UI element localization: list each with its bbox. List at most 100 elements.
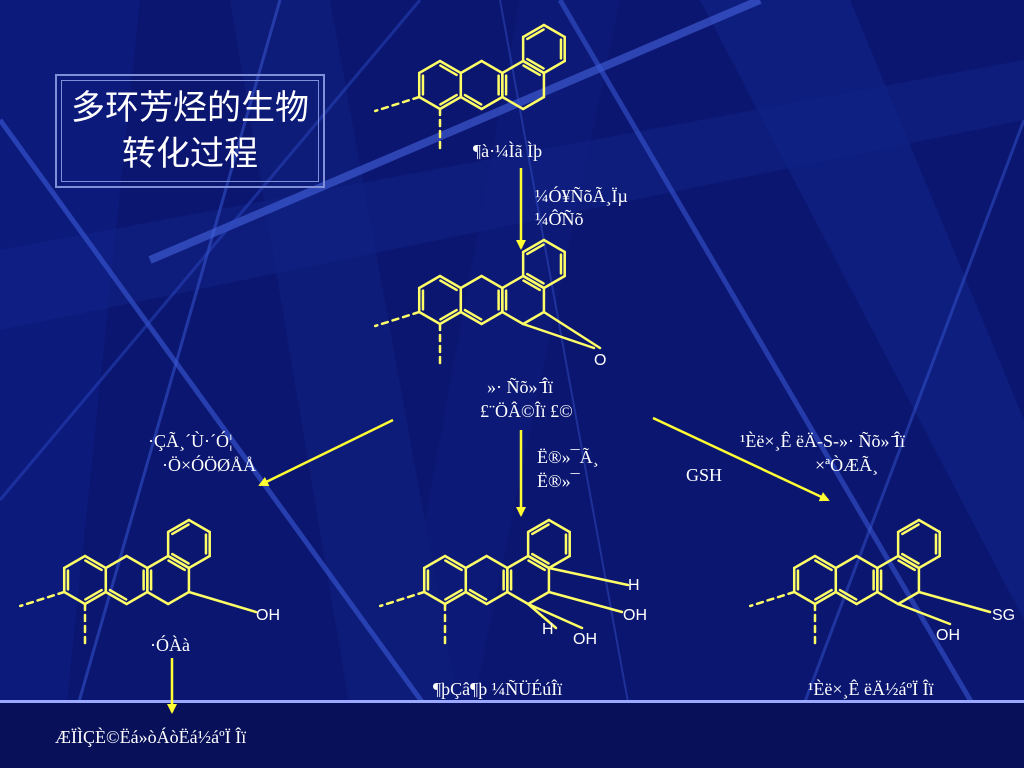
conjugate-ring-d-double-bond bbox=[901, 523, 920, 536]
conjugate-ring-b-bond bbox=[834, 554, 858, 570]
epoxide-o-bond-2 bbox=[521, 322, 596, 350]
parent-ring-a-bond bbox=[438, 95, 463, 111]
epoxide-ring-c-bond bbox=[521, 310, 546, 326]
phenol-ring-c-bond bbox=[166, 590, 191, 606]
epoxide-ring-c-bond bbox=[501, 310, 525, 326]
parent-ring-a-bond bbox=[417, 59, 442, 75]
arrow-rearrangement bbox=[258, 418, 394, 487]
epoxide-substituent-left bbox=[373, 310, 421, 328]
conjugate-ring-c-bond bbox=[896, 590, 921, 606]
conjugate-ring-a-double-bond bbox=[814, 588, 833, 601]
parent-ring-d-bond bbox=[521, 59, 546, 75]
conjugate-sg: SG bbox=[992, 607, 1015, 624]
epoxide-ring-d-bond bbox=[521, 274, 546, 290]
label-branch-mid-a: Ë®»¯Ã¸ bbox=[537, 447, 599, 467]
label-gsh: GSH bbox=[686, 465, 723, 485]
label-product-phenol: ·ÓÀà bbox=[150, 635, 190, 655]
conjugate-ring-c-bond bbox=[876, 590, 900, 606]
diol-ring-b-bond bbox=[464, 590, 488, 606]
diol-h-left: H bbox=[542, 621, 554, 638]
conjugate-ring-d-bond bbox=[896, 554, 921, 570]
diol-ring-b-bond bbox=[464, 554, 488, 570]
label-branch-left-a: ·ÇÃ¸´Ù·´Ó¦ bbox=[148, 431, 233, 451]
label-final-product: ÆÏÌÇÈ©Ëá»òÁòËá½áºÏ Îï bbox=[55, 727, 247, 747]
conjugate-oh: OH bbox=[936, 627, 960, 644]
epoxide-ring-b-bond bbox=[480, 274, 504, 290]
parent-ring-d-bond bbox=[542, 59, 566, 75]
diol-ring-d-bond bbox=[547, 554, 571, 570]
conjugate-sg-bond bbox=[917, 590, 992, 614]
diol-ring-c-bond bbox=[506, 554, 530, 570]
label-intermediate-b: £¨ÖÂ©Îï £© bbox=[480, 401, 573, 421]
parent-ring-c-bond bbox=[521, 95, 546, 111]
label-branch-left-b: ·Ö×ÓÖØÅÅ bbox=[162, 455, 257, 475]
parent-ring-c-double-bond bbox=[522, 64, 542, 77]
parent-ring-c-bond bbox=[501, 59, 525, 75]
parent-ring-b-bond bbox=[459, 59, 483, 75]
parent-ring-d-double-bond bbox=[526, 57, 545, 70]
phenol-oh-bond bbox=[187, 590, 258, 614]
diol-ring-d-bond bbox=[526, 554, 551, 570]
label-enzyme-1a: ¼Ó¥ÑõÃ¸Ïµ bbox=[535, 186, 628, 206]
page-title: 多环芳烃的生物转化过程 bbox=[61, 80, 319, 182]
epoxide-ring-d-bond bbox=[542, 274, 566, 290]
phenol-ring-a-bond bbox=[62, 590, 87, 606]
diol-ring-a-double-bond bbox=[444, 559, 463, 572]
conjugate-oh-bond bbox=[896, 602, 952, 626]
label-product-diol: ¶þÇâ¶þ ¼ÑÜÉúÎï bbox=[433, 679, 563, 699]
parent-ring-c-bond bbox=[501, 95, 525, 111]
parent-ring-b-bond bbox=[480, 95, 504, 111]
arrow-gsh-conjugation bbox=[652, 416, 830, 502]
conjugate-ring-d-bond bbox=[896, 518, 921, 534]
parent-ring-a-double-bond bbox=[439, 93, 458, 106]
conjugate-substituent-left bbox=[748, 590, 796, 608]
label-product-conjugate: ¹Èë×¸Ê ëÄ½áºÏ Îï bbox=[808, 679, 934, 699]
diol-h-top: H bbox=[628, 577, 640, 594]
label-branch-right-b: ×ªÒÆÃ¸ bbox=[815, 455, 879, 475]
label-branch-right-a: ¹Èë×¸Ê ëÄ-S-»· Ñõ» ̄Îï bbox=[740, 431, 905, 451]
parent-ring-b-bond bbox=[459, 95, 483, 111]
diol-ring-d-double-bond bbox=[531, 523, 550, 536]
conjugate-ring-b-bond bbox=[855, 554, 879, 570]
diol-h-bond bbox=[547, 566, 630, 587]
diol-oh-right: OH bbox=[623, 607, 647, 624]
epoxide-ring-a-bond bbox=[438, 274, 463, 290]
diol-ring-c-double-bond bbox=[527, 559, 547, 572]
epoxide-ring-d-double-bond bbox=[526, 272, 545, 285]
diol-ring-c-bond bbox=[506, 590, 530, 606]
conjugate-ring-b-bond bbox=[855, 590, 879, 606]
phenol-oh: OH bbox=[256, 607, 280, 624]
epoxide-ring-b-bond bbox=[480, 310, 504, 326]
diol-ring-d-double-bond bbox=[531, 552, 550, 565]
conjugate-ring-c-bond bbox=[876, 554, 900, 570]
conjugate-ring-a-bond bbox=[792, 554, 817, 570]
label-parent-compound: ¶à·¼Ìã Ìþ bbox=[473, 141, 543, 161]
phenol-substituent-left bbox=[18, 590, 66, 608]
epoxide-ring-b-bond bbox=[459, 310, 483, 326]
epoxide-ring-a-bond bbox=[417, 274, 442, 290]
title-box: 多环芳烃的生物转化过程 bbox=[55, 74, 325, 188]
epoxide-ring-a-double-bond bbox=[439, 279, 458, 292]
epoxide-ring-d-bond bbox=[521, 238, 546, 254]
epoxide-ring-a-bond bbox=[438, 310, 463, 326]
diol-ring-a-bond bbox=[443, 554, 468, 570]
footer-rule bbox=[0, 700, 1024, 703]
label-branch-mid-b: Ë®»¯ bbox=[537, 471, 580, 491]
conjugate-ring-b-bond bbox=[834, 590, 858, 606]
parent-ring-b-bond bbox=[480, 59, 504, 75]
diol-h2-bond bbox=[526, 602, 558, 630]
phenol-ring-a-bond bbox=[62, 554, 87, 570]
conjugate-ring-d-double-bond bbox=[901, 552, 920, 565]
conjugate-ring-d-bond bbox=[917, 518, 941, 534]
parent-ring-a-double-bond bbox=[439, 64, 458, 77]
parent-ring-a-bond bbox=[417, 95, 442, 111]
diol-oh-bottom: OH bbox=[573, 631, 597, 648]
epoxide-ring-b-bond bbox=[459, 274, 483, 290]
diol-ring-b-double-bond bbox=[468, 588, 488, 601]
diol-ring-d-bond bbox=[547, 518, 571, 534]
diol-substituent-left bbox=[378, 590, 426, 608]
epoxide-ring-d-bond bbox=[542, 238, 566, 254]
parent-ring-b-double-bond bbox=[463, 93, 483, 106]
phenol-ring-b-bond bbox=[125, 590, 149, 606]
diol-oh2-bond bbox=[526, 602, 584, 630]
